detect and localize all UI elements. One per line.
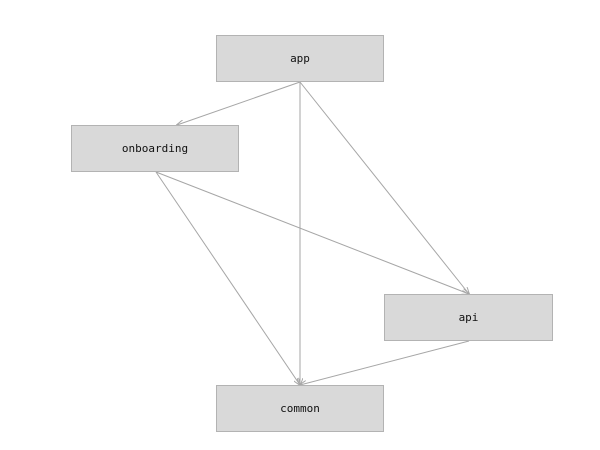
node-label-app: app bbox=[290, 52, 310, 65]
node-app[interactable]: app bbox=[216, 35, 384, 82]
edge-app-to-api bbox=[299, 81, 469, 294]
node-label-onboarding: onboarding bbox=[121, 142, 189, 155]
edge-api-to-common bbox=[300, 340, 470, 385]
node-label-api: api bbox=[458, 311, 479, 324]
edge-onboarding-to-api bbox=[155, 171, 469, 294]
edge-onboarding-to-common bbox=[155, 171, 300, 385]
edge-app-to-onboarding bbox=[177, 81, 301, 125]
node-label-common: common bbox=[280, 402, 320, 415]
node-api[interactable]: api bbox=[384, 294, 553, 341]
node-onboarding[interactable]: onboarding bbox=[71, 125, 239, 172]
node-common[interactable]: common bbox=[216, 385, 384, 432]
